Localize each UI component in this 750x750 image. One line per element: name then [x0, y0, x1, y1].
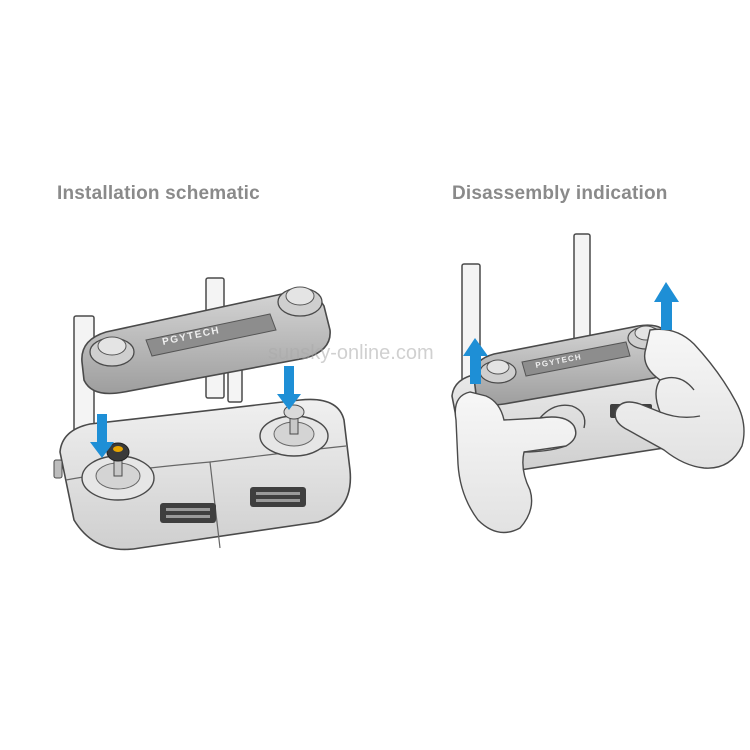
left-hand [454, 391, 586, 534]
stick-protector-cover: PGYTECH [473, 324, 675, 406]
cover-cap-left [89, 336, 135, 367]
disassembly-diagram: PGYTECH [451, 233, 745, 534]
watermark-text: sunsky-online.com [268, 342, 434, 364]
controller-vent-left [160, 503, 216, 523]
up-arrow-icon [654, 282, 679, 330]
disassembly-caption: Disassembly indication [452, 183, 668, 204]
remote-controller [53, 398, 352, 551]
controller-vent-right [250, 487, 306, 507]
installation-diagram: PGYTECH [53, 277, 352, 551]
cover-cap-right [277, 286, 323, 317]
right-joystick [259, 404, 329, 457]
installation-caption: Installation schematic [57, 183, 260, 204]
right-hand [614, 328, 745, 469]
left-joystick [81, 442, 155, 501]
up-arrow-icon [463, 338, 488, 384]
stick-protector-cover: PGYTECH [81, 286, 331, 395]
down-arrow-icon [90, 414, 114, 458]
down-arrow-icon [277, 366, 301, 410]
